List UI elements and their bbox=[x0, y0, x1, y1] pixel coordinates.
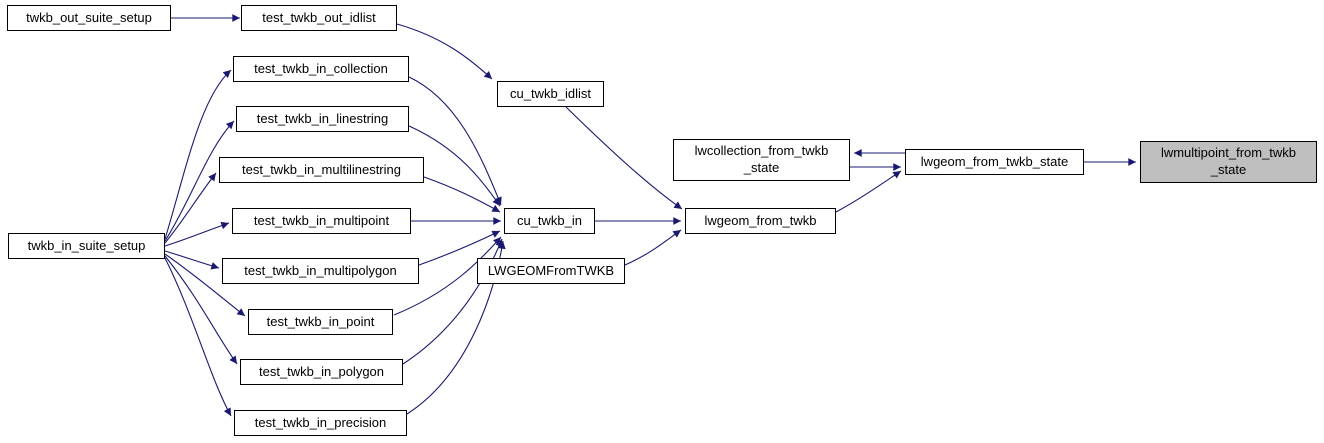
edge-twkb_in_suite_setup-to-test_twkb_in_multipoint bbox=[164, 221, 230, 247]
node-LWGEOMFromTWKB[interactable]: LWGEOMFromTWKB bbox=[477, 258, 625, 284]
edge-test_twkb_in_linestring-to-cu_twkb_in bbox=[408, 125, 501, 207]
edge-test_twkb_out_idlist-to-cu_twkb_idlist bbox=[396, 23, 493, 80]
node-cu_twkb_in[interactable]: cu_twkb_in bbox=[504, 208, 595, 234]
node-test_twkb_out_idlist[interactable]: test_twkb_out_idlist bbox=[241, 5, 397, 31]
node-lwcollection_from_twkb_state[interactable]: lwcollection_from_twkb _state bbox=[673, 139, 850, 181]
node-test_twkb_in_collection[interactable]: test_twkb_in_collection bbox=[233, 56, 409, 82]
node-twkb_out_suite_setup[interactable]: twkb_out_suite_setup bbox=[7, 5, 171, 31]
edge-twkb_in_suite_setup-to-test_twkb_in_multipolygon bbox=[164, 250, 220, 270]
node-test_twkb_in_linestring[interactable]: test_twkb_in_linestring bbox=[236, 106, 409, 132]
node-test_twkb_in_precision[interactable]: test_twkb_in_precision bbox=[234, 410, 407, 436]
node-twkb_in_suite_setup[interactable]: twkb_in_suite_setup bbox=[8, 233, 165, 259]
node-lwgeom_from_twkb[interactable]: lwgeom_from_twkb bbox=[685, 208, 836, 234]
edge-test_twkb_in_collection-to-cu_twkb_in bbox=[408, 76, 502, 206]
edge-twkb_in_suite_setup-to-test_twkb_in_linestring bbox=[164, 120, 235, 242]
edge-twkb_in_suite_setup-to-test_twkb_in_polygon bbox=[164, 255, 238, 365]
node-test_twkb_in_multipolygon[interactable]: test_twkb_in_multipolygon bbox=[222, 258, 419, 284]
edge-twkb_in_suite_setup-to-test_twkb_in_point bbox=[164, 253, 246, 317]
edge-twkb_in_suite_setup-to-test_twkb_in_multilinestring bbox=[164, 172, 217, 244]
edge-twkb_in_suite_setup-to-test_twkb_in_collection bbox=[164, 69, 232, 240]
edge-cu_twkb_idlist-to-lwgeom_from_twkb bbox=[565, 106, 683, 210]
edge-twkb_in_suite_setup-to-test_twkb_in_precision bbox=[164, 257, 232, 417]
edge-lwgeom_from_twkb-to-lwgeom_from_twkb_state bbox=[835, 170, 902, 213]
edge-test_twkb_in_polygon-to-cu_twkb_in bbox=[402, 238, 503, 365]
edge-test_twkb_in_point-to-cu_twkb_in bbox=[393, 236, 502, 316]
node-lwgeom_from_twkb_state[interactable]: lwgeom_from_twkb_state bbox=[905, 149, 1084, 175]
node-cu_twkb_idlist[interactable]: cu_twkb_idlist bbox=[497, 81, 604, 107]
node-test_twkb_in_point[interactable]: test_twkb_in_point bbox=[248, 309, 393, 335]
node-test_twkb_in_multipoint[interactable]: test_twkb_in_multipoint bbox=[232, 208, 411, 234]
edge-test_twkb_in_multipolygon-to-cu_twkb_in bbox=[418, 230, 501, 266]
node-test_twkb_in_multilinestring[interactable]: test_twkb_in_multilinestring bbox=[219, 157, 424, 183]
node-test_twkb_in_polygon[interactable]: test_twkb_in_polygon bbox=[240, 359, 403, 385]
edge-test_twkb_in_multilinestring-to-cu_twkb_in bbox=[423, 176, 501, 213]
node-lwmultipoint_from_twkb_state: lwmultipoint_from_twkb _state bbox=[1140, 141, 1317, 183]
edge-LWGEOMFromTWKB-to-lwgeom_from_twkb bbox=[624, 229, 682, 266]
